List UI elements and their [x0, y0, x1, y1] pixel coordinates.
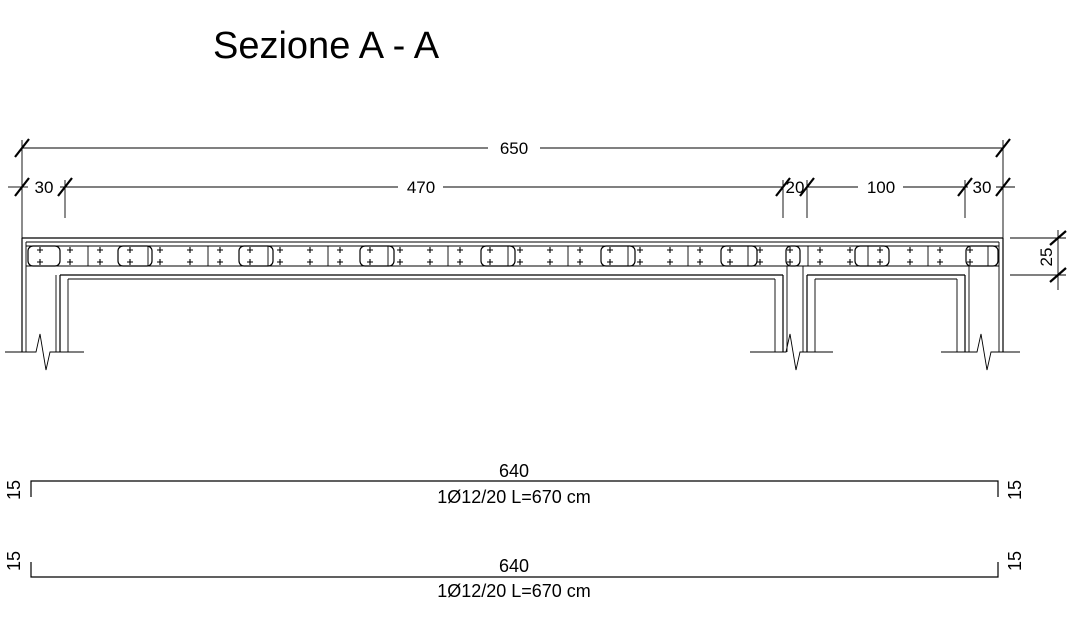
rebar-mark: [757, 247, 763, 253]
bar-schedule-1: 640 1Ø12/20 L=670 cm 15 15: [4, 461, 1025, 507]
rebar-mark: [577, 247, 583, 253]
thickness-label: 25: [1037, 248, 1056, 267]
bar-schedule-2: 640 1Ø12/20 L=670 cm 15 15: [4, 551, 1025, 601]
rebar-mark: [697, 259, 703, 265]
rebar-mark: [457, 259, 463, 265]
rebar-mark: [817, 247, 823, 253]
bar-2-length: 640: [499, 556, 529, 576]
overall-dimension-label: 650: [500, 139, 528, 158]
rebar-mark: [367, 247, 373, 253]
rebar-mark: [547, 247, 553, 253]
rebar-mark: [127, 247, 133, 253]
rebar-mark: [217, 259, 223, 265]
lightening-block: [359, 245, 395, 267]
rebar-mark: [967, 247, 973, 253]
rebar-mark: [427, 247, 433, 253]
rebar-mark: [487, 247, 493, 253]
rebar-mark: [367, 259, 373, 265]
lightening-block: [238, 245, 274, 267]
bar-1-length: 640: [499, 461, 529, 481]
lightening-block: [720, 245, 758, 267]
bar-1-hook-right: 15: [1005, 480, 1025, 500]
rebar-mark: [667, 259, 673, 265]
rebar-mark: [67, 259, 73, 265]
rebar-mark: [247, 247, 253, 253]
bar-1-spec: 1Ø12/20 L=670 cm: [437, 487, 591, 507]
rebar-mark: [787, 259, 793, 265]
rebar-mark: [577, 259, 583, 265]
rebar-mark: [517, 259, 523, 265]
rebar-mark: [967, 259, 973, 265]
lightening-block: [965, 245, 999, 267]
rebar-mark: [637, 259, 643, 265]
rebar-mark: [97, 259, 103, 265]
rebar-mark: [67, 247, 73, 253]
rebar-mark: [607, 247, 613, 253]
partial-dimensions: 30 470 20 100 30: [8, 177, 1015, 218]
rebar-mark: [397, 259, 403, 265]
rebar-mark: [817, 259, 823, 265]
slab-section: [21, 237, 1004, 352]
rebar-mark: [937, 247, 943, 253]
rebar-mark: [667, 247, 673, 253]
rebar-mark: [787, 247, 793, 253]
rebar-cross-sections: [27, 245, 999, 267]
lightening-block: [785, 245, 801, 267]
rebar-mark: [727, 259, 733, 265]
rebar-mark: [757, 259, 763, 265]
section-title: Sezione A - A: [213, 25, 440, 67]
break-lines: [5, 333, 1020, 371]
rebar-mark: [547, 259, 553, 265]
dimension-label-30-left: 30: [35, 178, 54, 197]
rebar-mark: [37, 247, 43, 253]
rebar-mark: [277, 247, 283, 253]
dimension-label-20: 20: [786, 178, 805, 197]
lightening-block: [600, 245, 636, 267]
rebar-mark: [187, 247, 193, 253]
rebar-mark: [937, 259, 943, 265]
rebar-mark: [907, 259, 913, 265]
rebar-mark: [397, 247, 403, 253]
rebar-mark: [847, 259, 853, 265]
rebar-mark: [517, 247, 523, 253]
rebar-mark: [97, 247, 103, 253]
rebar-mark: [697, 247, 703, 253]
bar-1-hook-left: 15: [4, 480, 24, 500]
bar-2-hook-left: 15: [4, 551, 24, 571]
rebar-mark: [217, 247, 223, 253]
lightening-block: [117, 245, 153, 267]
bar-2-hook-right: 15: [1005, 551, 1025, 571]
rebar-mark: [157, 247, 163, 253]
rebar-mark: [877, 259, 883, 265]
rebar-mark: [187, 259, 193, 265]
lightening-block: [480, 245, 516, 267]
rebar-mark: [337, 247, 343, 253]
rebar-mark: [277, 259, 283, 265]
rebar-mark: [157, 259, 163, 265]
rebar-mark: [847, 247, 853, 253]
rebar-mark: [607, 259, 613, 265]
dimension-label-100: 100: [867, 178, 895, 197]
rebar-mark: [307, 247, 313, 253]
rebar-mark: [487, 259, 493, 265]
rebar-mark: [127, 259, 133, 265]
rebar-mark: [427, 259, 433, 265]
rebar-mark: [337, 259, 343, 265]
rebar-mark: [247, 259, 253, 265]
bar-2-spec: 1Ø12/20 L=670 cm: [437, 581, 591, 601]
overall-dimension: 650: [14, 138, 1011, 238]
rebar-mark: [457, 247, 463, 253]
thickness-dimension: 25: [1010, 230, 1067, 290]
rebar-mark: [307, 259, 313, 265]
rebar-mark: [637, 247, 643, 253]
rebar-mark: [877, 247, 883, 253]
rebar-mark: [37, 259, 43, 265]
rebar-mark: [907, 247, 913, 253]
dimension-label-470: 470: [407, 178, 435, 197]
rebar-mark: [727, 247, 733, 253]
lightening-block: [27, 245, 61, 267]
lightening-block: [854, 245, 890, 267]
dimension-label-30-right: 30: [973, 178, 992, 197]
